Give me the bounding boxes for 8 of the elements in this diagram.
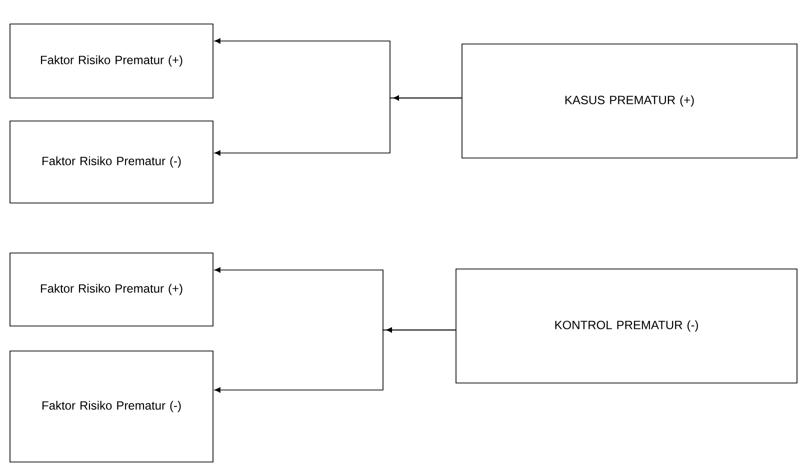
text-box: KASUS PREMATUR (+): [462, 44, 798, 158]
text-box: Faktor Risiko Prematur (+): [10, 24, 214, 98]
text-box: KONTROL PREMATUR (-): [456, 268, 798, 384]
arrow: [214, 98, 462, 156]
text-box: Faktor Risiko Prematur (-): [10, 120, 214, 204]
arrow: [214, 330, 456, 393]
text-box: Faktor Risiko Prematur (-): [10, 350, 214, 462]
text-box: Faktor Risiko Prematur (+): [10, 252, 214, 326]
